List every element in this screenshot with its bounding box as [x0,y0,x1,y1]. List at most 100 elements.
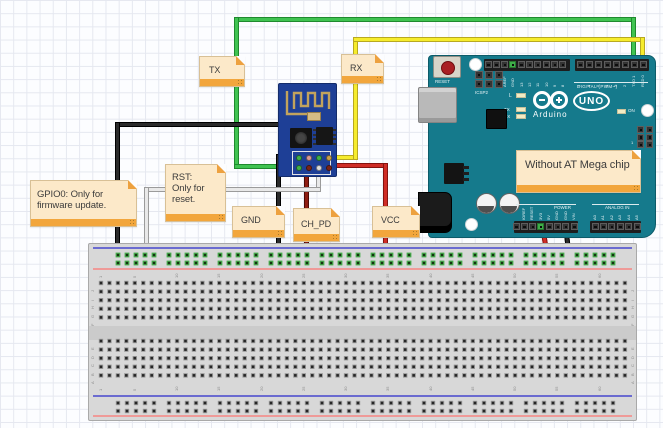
breadboard-label: 20 [258,386,264,391]
header-pin[interactable] [591,223,599,230]
esp-pin[interactable] [326,155,332,161]
led-on-label: ON [628,108,635,113]
reset-button-cap[interactable] [441,61,455,75]
esp-pin[interactable] [296,165,302,171]
icsp-pin1-label: 1 [631,140,634,145]
header-pin[interactable] [517,61,525,68]
mounting-hole [641,104,654,117]
header-pin[interactable] [545,223,553,230]
header-pin[interactable] [603,61,611,68]
note-resize-grip[interactable] [637,189,638,190]
header-pin[interactable] [495,80,503,88]
header-pin[interactable] [534,61,542,68]
header-pin[interactable] [639,61,647,68]
wire-tx-green[interactable] [234,17,636,22]
header-pin[interactable] [637,133,644,141]
header-pin[interactable] [646,126,653,133]
chip-leg [313,129,316,131]
note-gpio0-line2: firmware update. [37,200,107,212]
header-pin[interactable] [616,223,624,230]
note-rst[interactable]: RST: Only for reset. [165,164,226,222]
chip-leg [313,142,316,145]
header-pin[interactable] [485,71,493,79]
header-pin[interactable] [637,141,644,148]
header-pin[interactable] [520,223,528,230]
esp-pin[interactable] [326,165,332,171]
header-pin[interactable] [492,61,500,68]
note-resize-grip[interactable] [222,218,223,219]
esp-pin[interactable] [306,155,312,161]
note-gnd[interactable]: GND [232,206,285,238]
header-pin[interactable] [608,223,616,230]
header-pin[interactable] [484,61,492,68]
note-tx[interactable]: TX [199,56,245,87]
note-bar [31,219,136,226]
header-pin[interactable] [630,61,638,68]
pin-label: A2 [608,215,614,220]
esp-pin[interactable] [316,155,322,161]
header-pin[interactable] [594,61,602,68]
breadboard-holes[interactable] [89,244,638,422]
note-rx[interactable]: RX [341,54,384,84]
header-pin[interactable] [554,223,561,230]
header-pin[interactable] [570,223,578,230]
note-resize-grip[interactable] [133,223,134,224]
esp-pin[interactable] [316,165,322,171]
header-pin[interactable] [562,223,570,230]
header-pin[interactable] [529,223,537,230]
reset-button[interactable] [433,56,461,78]
header-pin[interactable] [495,71,503,79]
pin-label: 8 [560,84,566,87]
header-pin[interactable] [509,61,517,68]
breadboard-label: 25 [300,273,306,278]
esp-pin-header[interactable] [292,151,331,175]
note-resize-grip[interactable] [281,234,282,235]
header-pin[interactable] [537,223,545,230]
header-pin[interactable] [576,61,584,68]
header-pin[interactable] [542,61,550,68]
regulator-leg [463,178,469,181]
wire-rx-yellow[interactable] [353,37,645,42]
breadboard-label: 5 [131,275,137,278]
wire-tx-green[interactable] [234,17,239,169]
note-rx-text: RX [350,63,363,73]
note-resize-grip[interactable] [416,234,417,235]
header-pin[interactable] [551,61,559,68]
header-pin[interactable] [637,126,644,133]
header-pin[interactable] [599,223,607,230]
esp-pin[interactable] [296,155,302,161]
note-resize-grip[interactable] [336,238,337,239]
breadboard-label: 40 [427,273,433,278]
header-pin[interactable] [526,61,534,68]
header-pin[interactable] [475,80,483,88]
note-resize-grip[interactable] [241,83,242,84]
header-pin[interactable] [559,61,567,68]
note-resize-grip[interactable] [380,80,381,81]
header-pin[interactable] [646,133,653,141]
led-tx [516,107,526,112]
note-vcc[interactable]: VCC [372,206,420,238]
header-pin[interactable] [633,223,641,230]
header-pin[interactable] [485,80,493,88]
header-pin[interactable] [625,223,633,230]
breadboard-label: A [630,381,635,385]
chip-leg [333,138,336,140]
esp8266-module[interactable] [278,83,337,177]
arduino-pcb[interactable] [428,55,656,238]
header-pin[interactable] [621,61,629,68]
note-gpio0[interactable]: GPIO0: Only for firmware update. [30,180,137,227]
note-atmega[interactable]: Without AT Mega chip [516,150,641,193]
led-l-label: L [509,93,512,99]
note-chpd[interactable]: CH_PD [293,208,340,242]
header-pin[interactable] [646,141,653,148]
pin-label: A4 [625,215,631,220]
header-pin[interactable] [475,71,483,79]
header-pin[interactable] [512,223,520,230]
header-pin[interactable] [501,61,509,68]
header-pin[interactable] [585,61,593,68]
esp-pin[interactable] [306,165,312,171]
breadboard-label: 10 [174,386,180,391]
header-pin[interactable] [612,61,620,68]
